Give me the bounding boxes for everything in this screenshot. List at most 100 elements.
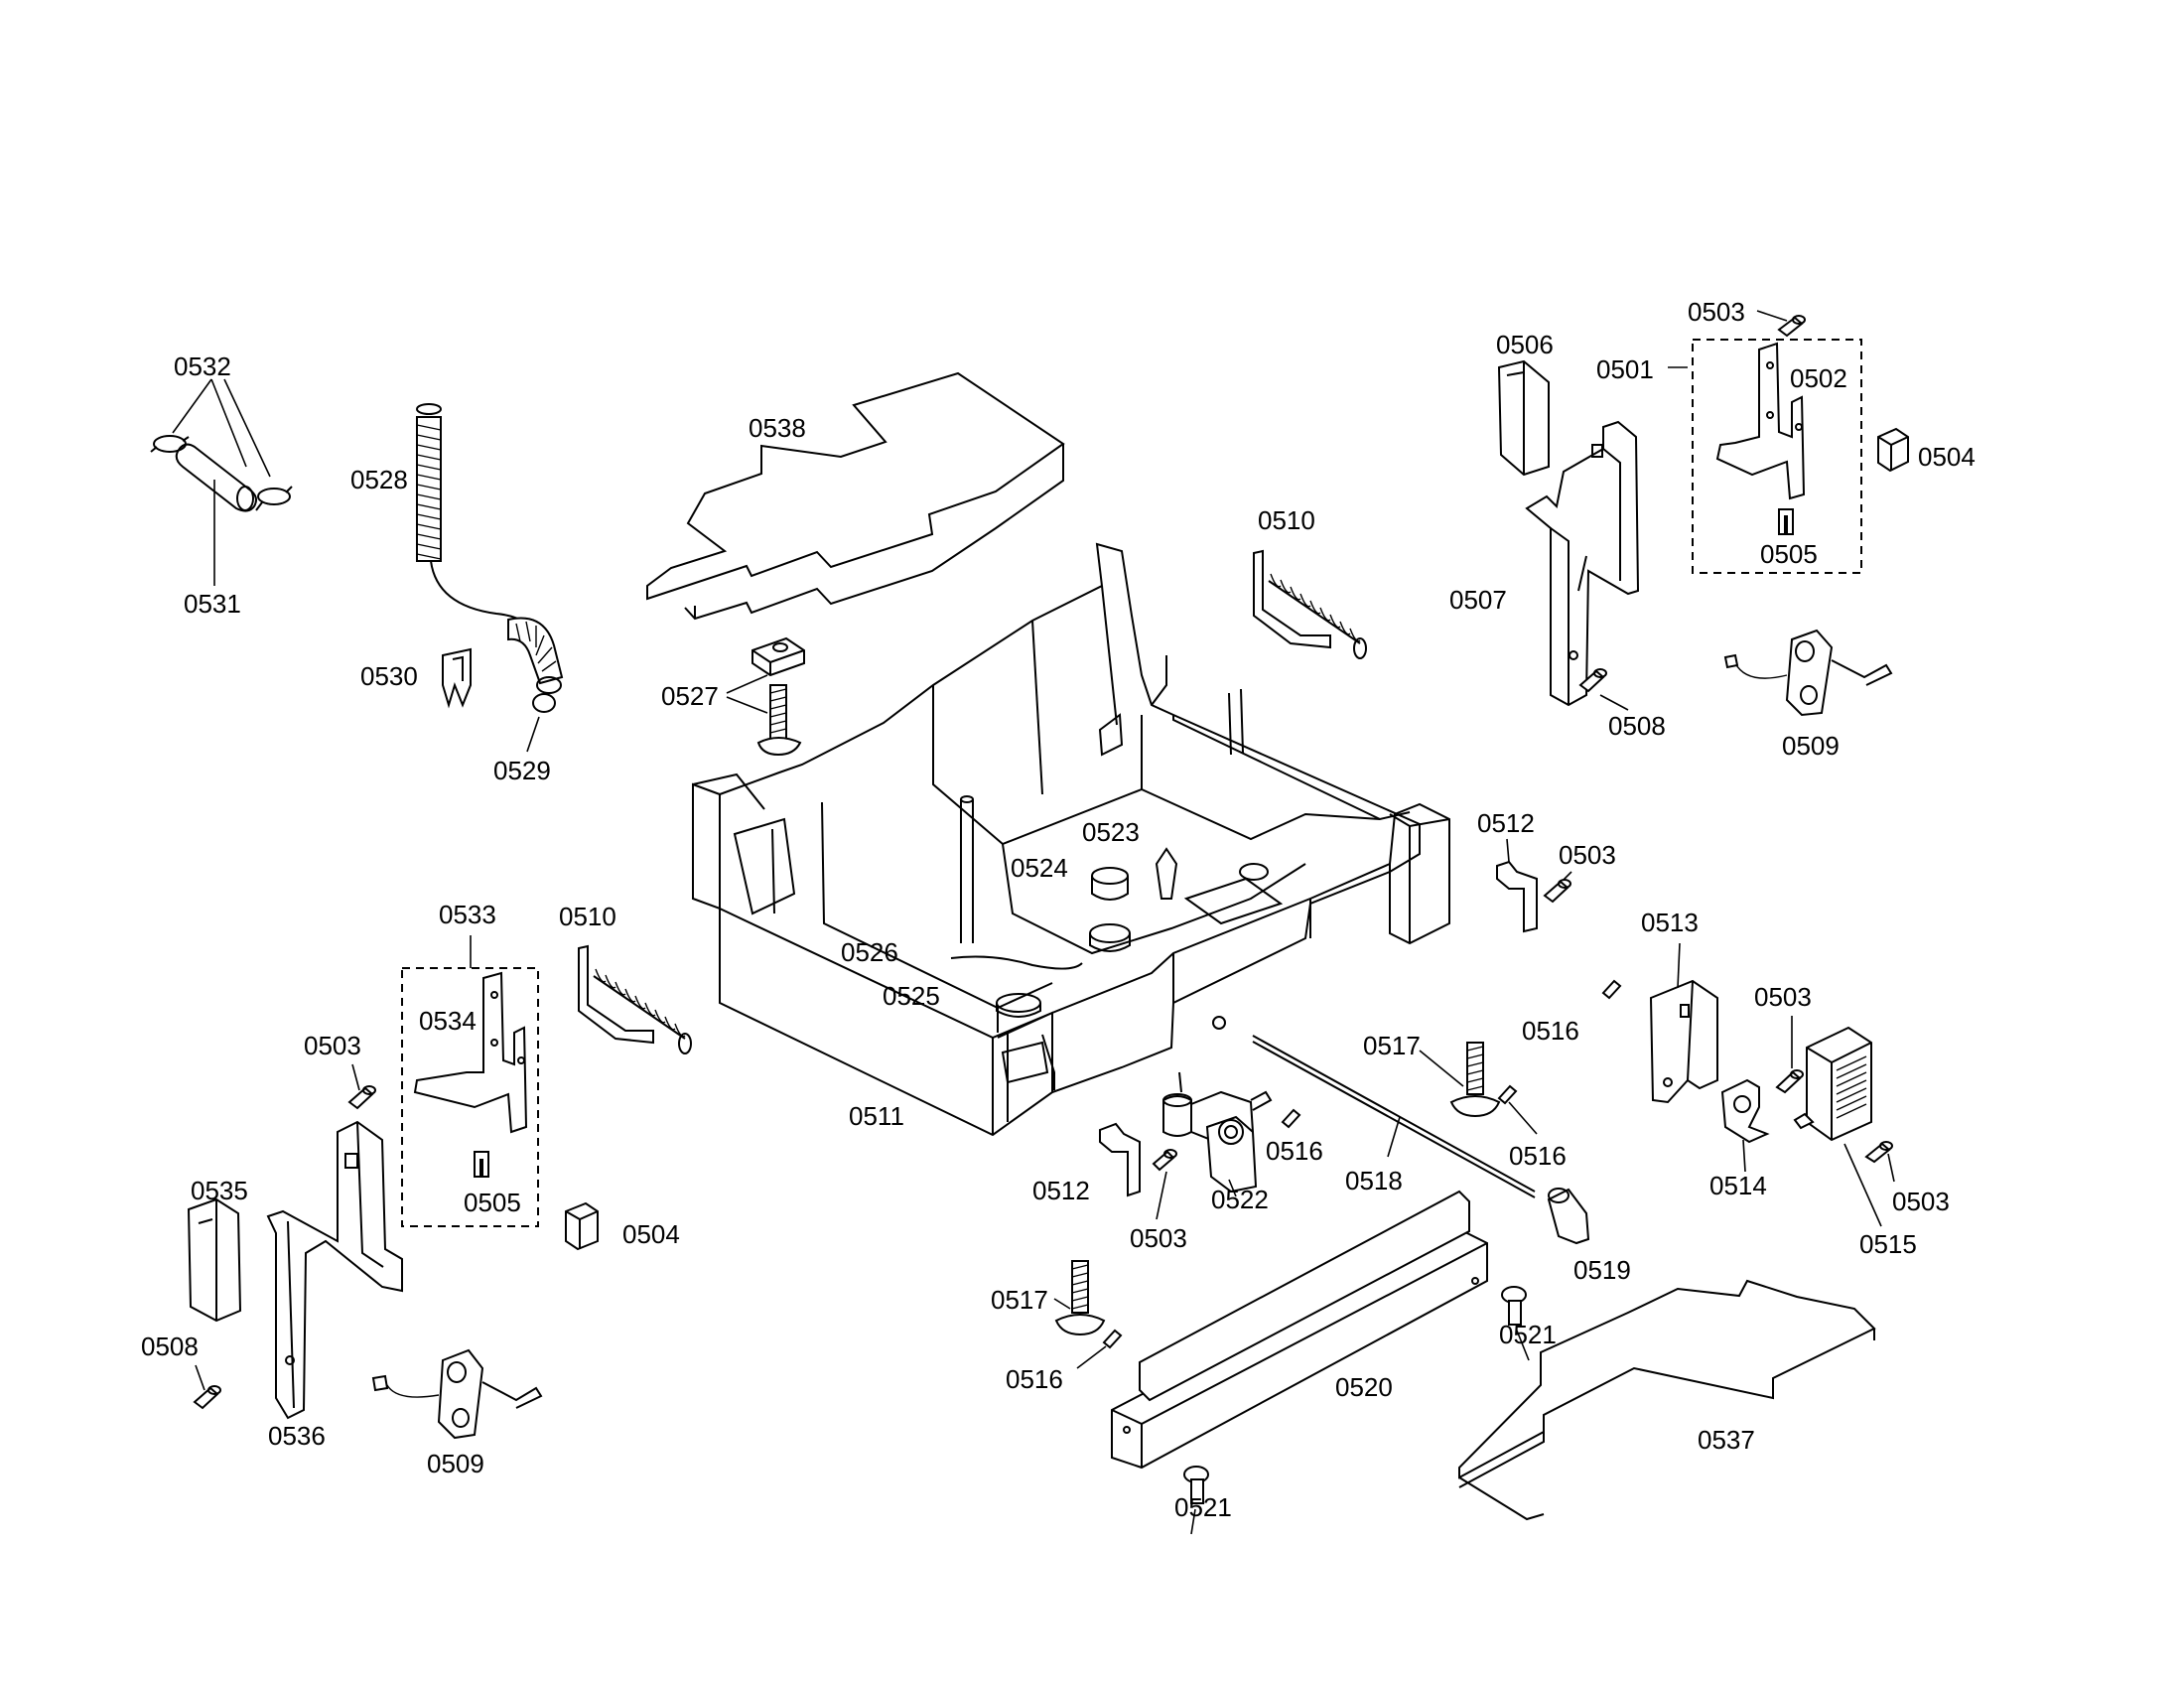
toe-kick-0520 <box>1111 1190 1488 1470</box>
label-0502: 0502 <box>1790 363 1847 393</box>
label-0504-lower: 0504 <box>622 1219 680 1249</box>
door-lock-0509-bottom <box>371 1348 543 1440</box>
hinge-bracket-0534 <box>413 971 528 1134</box>
label-0507: 0507 <box>1449 585 1507 615</box>
bracket-0506 <box>1497 359 1550 477</box>
assembly-box-0533 <box>401 967 539 1227</box>
label-0535: 0535 <box>191 1176 248 1205</box>
leveling-foot-0517-upper <box>1449 1042 1501 1118</box>
label-0533: 0533 <box>439 900 496 929</box>
label-0516-upper: 0516 <box>1522 1016 1579 1046</box>
label-0527: 0527 <box>661 681 719 711</box>
door-spring-0510-left <box>578 944 692 1054</box>
label-0537: 0537 <box>1698 1425 1755 1455</box>
label-0534: 0534 <box>419 1006 477 1036</box>
label-0518: 0518 <box>1345 1166 1403 1195</box>
label-0517-upper: 0517 <box>1363 1031 1421 1060</box>
label-0501: 0501 <box>1596 354 1654 384</box>
label-0530: 0530 <box>360 661 418 691</box>
label-0532: 0532 <box>174 351 231 381</box>
bracket-0507 <box>1525 420 1640 707</box>
screw-0516-bottom <box>1102 1329 1123 1349</box>
label-0524: 0524 <box>1011 853 1068 883</box>
label-0505-lower: 0505 <box>464 1188 521 1217</box>
hose-assembly-0531 <box>150 435 293 512</box>
label-0514: 0514 <box>1709 1171 1767 1200</box>
inlet-valve-0522 <box>1162 1071 1273 1193</box>
label-0503-top: 0503 <box>1688 297 1745 327</box>
screw-0503-left <box>347 1085 376 1110</box>
clip-0505-top <box>1778 508 1794 535</box>
label-0523: 0523 <box>1082 817 1140 847</box>
screw-0503-lower-right <box>1864 1141 1893 1164</box>
label-0510-right: 0510 <box>1258 505 1315 535</box>
door-spring-0510-right <box>1253 549 1367 659</box>
label-0508-left: 0508 <box>141 1332 199 1361</box>
cover-0515 <box>1793 1026 1872 1142</box>
label-0538: 0538 <box>749 413 806 443</box>
label-0503-lower-right: 0503 <box>1892 1187 1950 1216</box>
assembly-box-0501 <box>1692 339 1862 574</box>
label-0503-mid-right: 0503 <box>1754 982 1812 1012</box>
label-0511: 0511 <box>849 1101 904 1131</box>
label-0503-lower: 0503 <box>1130 1223 1187 1253</box>
screw-0516-mid <box>1497 1084 1518 1105</box>
label-0536: 0536 <box>268 1421 326 1451</box>
screw-0521-right <box>1501 1286 1527 1326</box>
screw-0521-left <box>1183 1466 1209 1504</box>
label-0528: 0528 <box>350 465 408 494</box>
leveling-foot-0527 <box>751 636 805 757</box>
bracket-0512-lower <box>1099 1122 1141 1197</box>
bracket-0512-upper <box>1496 860 1538 933</box>
screw-0516-upper <box>1601 979 1622 1000</box>
label-0503-left: 0503 <box>304 1031 361 1060</box>
drain-rod-0518 <box>1252 1035 1536 1198</box>
screw-0508-top <box>1578 668 1607 693</box>
cap-0504-lower <box>565 1201 599 1251</box>
screw-0508-left <box>193 1385 221 1410</box>
bracket-0536 <box>266 1120 403 1420</box>
hinge-bracket-0502 <box>1715 342 1806 500</box>
label-0521-left: 0521 <box>1174 1492 1232 1522</box>
clip-0530 <box>442 647 472 709</box>
screw-0503-lower <box>1152 1149 1177 1172</box>
leveling-foot-0517-lower <box>1054 1260 1106 1336</box>
door-lock-0509-top <box>1723 629 1893 717</box>
cover-0535 <box>187 1197 242 1323</box>
label-0522: 0522 <box>1211 1185 1269 1214</box>
label-0529: 0529 <box>493 756 551 785</box>
label-0513: 0513 <box>1641 908 1699 937</box>
label-0526: 0526 <box>841 937 898 967</box>
label-0508-top: 0508 <box>1608 711 1666 741</box>
label-0520: 0520 <box>1335 1372 1393 1402</box>
knob-0519 <box>1547 1188 1590 1245</box>
insulation-panel-0538 <box>646 371 1065 621</box>
label-0531: 0531 <box>184 589 241 619</box>
bracket-0513 <box>1649 979 1718 1104</box>
label-0509-bottom: 0509 <box>427 1449 484 1478</box>
bracket-0514 <box>1720 1078 1770 1144</box>
label-0525: 0525 <box>883 981 940 1011</box>
label-0515: 0515 <box>1859 1229 1917 1259</box>
label-0516-mid: 0516 <box>1509 1141 1567 1171</box>
label-0521-right: 0521 <box>1499 1320 1557 1349</box>
label-0504-top: 0504 <box>1918 442 1976 472</box>
label-0517-lower: 0517 <box>991 1285 1048 1315</box>
screw-0503-upper <box>1543 879 1571 904</box>
base-tub-0511 <box>692 542 1450 1137</box>
clip-0505-lower <box>474 1151 489 1178</box>
drain-hose-0528 <box>416 403 564 713</box>
screw-0503-mid-right <box>1775 1069 1804 1094</box>
part-labels: 0532 0531 0528 0530 0529 0538 0527 0510 … <box>141 297 1976 1522</box>
label-0516-bottom: 0516 <box>1006 1364 1063 1394</box>
label-0516-lower: 0516 <box>1266 1136 1323 1166</box>
cap-0504-top <box>1877 427 1909 473</box>
insulation-panel-0537 <box>1458 1279 1876 1521</box>
label-0512-upper: 0512 <box>1477 808 1535 838</box>
label-0512-lower: 0512 <box>1032 1176 1090 1205</box>
label-0509-top: 0509 <box>1782 731 1840 761</box>
label-0510-left: 0510 <box>559 902 616 931</box>
label-0519: 0519 <box>1573 1255 1631 1285</box>
screw-0503-top <box>1777 315 1806 338</box>
label-0506: 0506 <box>1496 330 1554 359</box>
